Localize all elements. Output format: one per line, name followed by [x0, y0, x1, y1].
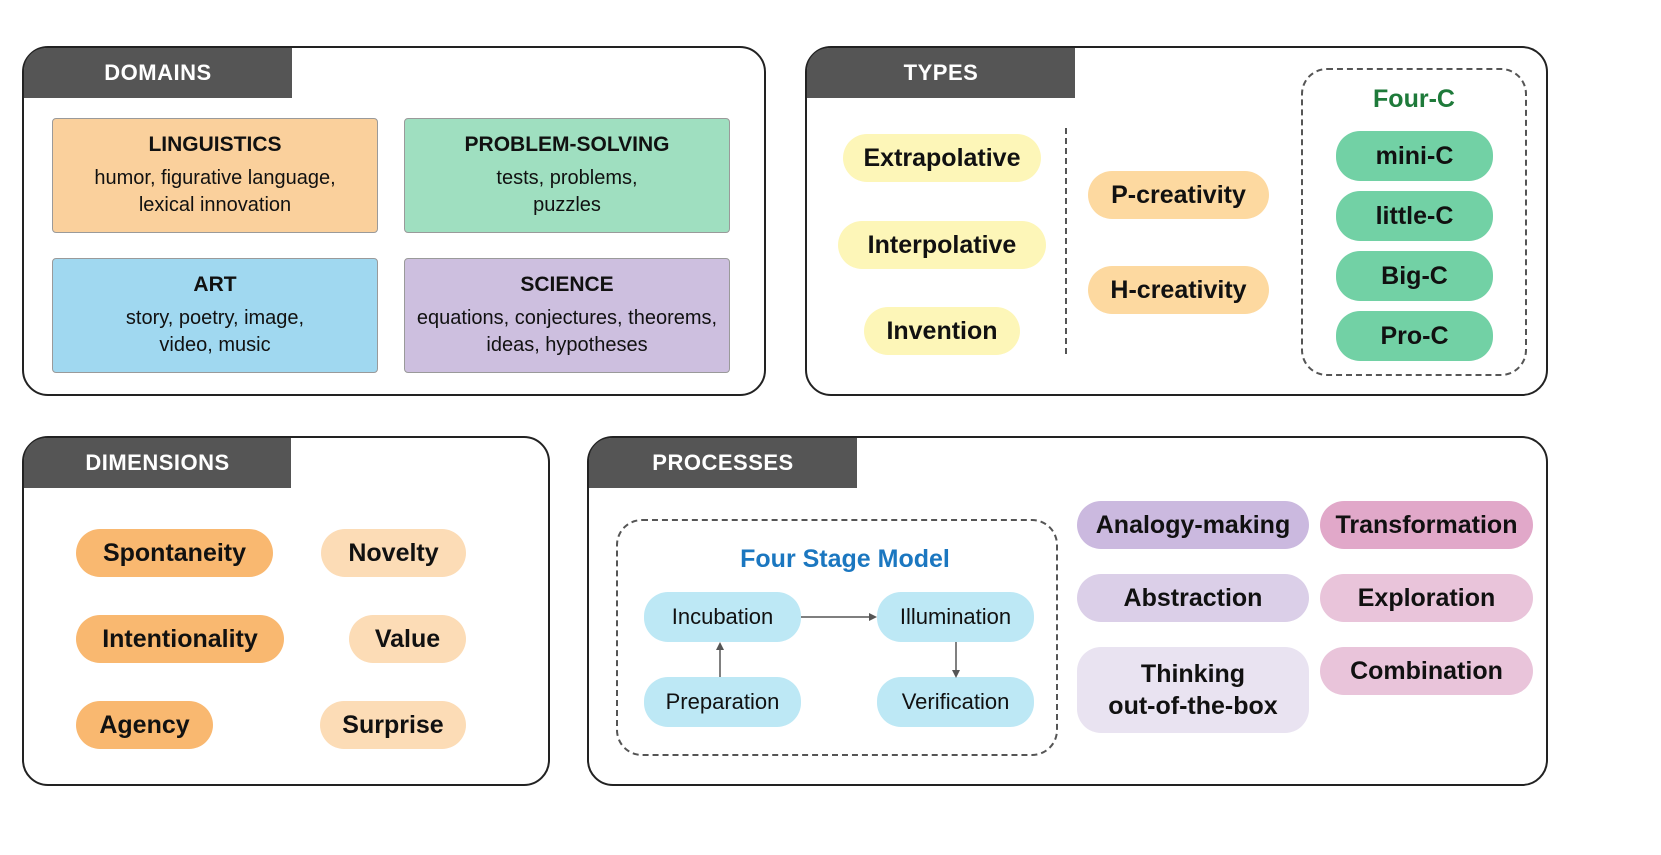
mini-c-pill: mini-C: [1336, 131, 1493, 181]
value-pill: Value: [349, 615, 466, 663]
linguistics-box: LINGUISTICS humor, figurative language, …: [52, 118, 378, 233]
linguistics-text-2: lexical innovation: [138, 193, 292, 216]
art-heading: ART: [193, 272, 237, 296]
science-text-2: ideas, hypotheses: [486, 333, 648, 356]
incubation-stage: Incubation: [644, 592, 801, 642]
surprise-pill: Surprise: [320, 701, 466, 749]
linguistics-text-1: humor, figurative language,: [94, 166, 336, 189]
agency-pill: Agency: [76, 701, 213, 749]
p-creativity-pill: P-creativity: [1088, 171, 1269, 219]
verification-stage: Verification: [877, 677, 1034, 727]
types-divider: [1065, 128, 1067, 354]
preparation-stage: Preparation: [644, 677, 801, 727]
four-c-title: Four-C: [1373, 85, 1455, 113]
thinking-line-2: out-of-the-box: [1108, 692, 1278, 720]
combination-pill: Combination: [1320, 647, 1533, 695]
linguistics-heading: LINGUISTICS: [148, 132, 282, 156]
illumination-to-verification-arrowhead: [952, 670, 960, 678]
science-heading: SCIENCE: [520, 272, 614, 296]
art-text-2: video, music: [159, 333, 271, 356]
intentionality-pill: Intentionality: [76, 615, 284, 663]
h-creativity-pill: H-creativity: [1088, 266, 1269, 314]
problem-solving-heading: PROBLEM-SOLVING: [464, 132, 670, 156]
extrapolative-pill: Extrapolative: [843, 134, 1041, 182]
exploration-pill: Exploration: [1320, 574, 1533, 622]
types-tab: TYPES: [807, 48, 1075, 98]
illumination-stage: Illumination: [877, 592, 1034, 642]
analogy-making-pill: Analogy-making: [1077, 501, 1309, 549]
preparation-to-incubation-arrowhead: [716, 642, 724, 650]
abstraction-pill: Abstraction: [1077, 574, 1309, 622]
problem-solving-box: PROBLEM-SOLVING tests, problems, puzzles: [404, 118, 730, 233]
interpolative-pill: Interpolative: [838, 221, 1046, 269]
art-text-1: story, poetry, image,: [125, 306, 305, 329]
four-c-box: [1301, 68, 1527, 376]
problem-solving-text-2: puzzles: [533, 193, 601, 216]
novelty-pill: Novelty: [321, 529, 466, 577]
invention-pill: Invention: [864, 307, 1020, 355]
thinking-out-of-the-box-pill: Thinking out-of-the-box: [1077, 647, 1309, 733]
science-text-1: equations, conjectures, theorems,: [416, 306, 718, 329]
domains-tab: DOMAINS: [24, 48, 292, 98]
thinking-line-1: Thinking: [1140, 660, 1246, 688]
pro-c-pill: Pro-C: [1336, 311, 1493, 361]
processes-tab: PROCESSES: [589, 438, 857, 488]
big-c-pill: Big-C: [1336, 251, 1493, 301]
dimensions-tab: DIMENSIONS: [24, 438, 291, 488]
problem-solving-text-1: tests, problems,: [496, 166, 638, 189]
science-box: SCIENCE equations, conjectures, theorems…: [404, 258, 730, 373]
incubation-to-illumination-arrowhead: [869, 613, 877, 621]
transformation-pill: Transformation: [1320, 501, 1533, 549]
little-c-pill: little-C: [1336, 191, 1493, 241]
spontaneity-pill: Spontaneity: [76, 529, 273, 577]
art-box: ART story, poetry, image, video, music: [52, 258, 378, 373]
four-stage-model-title: Four Stage Model: [740, 545, 950, 573]
four-stage-model-box: [616, 519, 1058, 756]
